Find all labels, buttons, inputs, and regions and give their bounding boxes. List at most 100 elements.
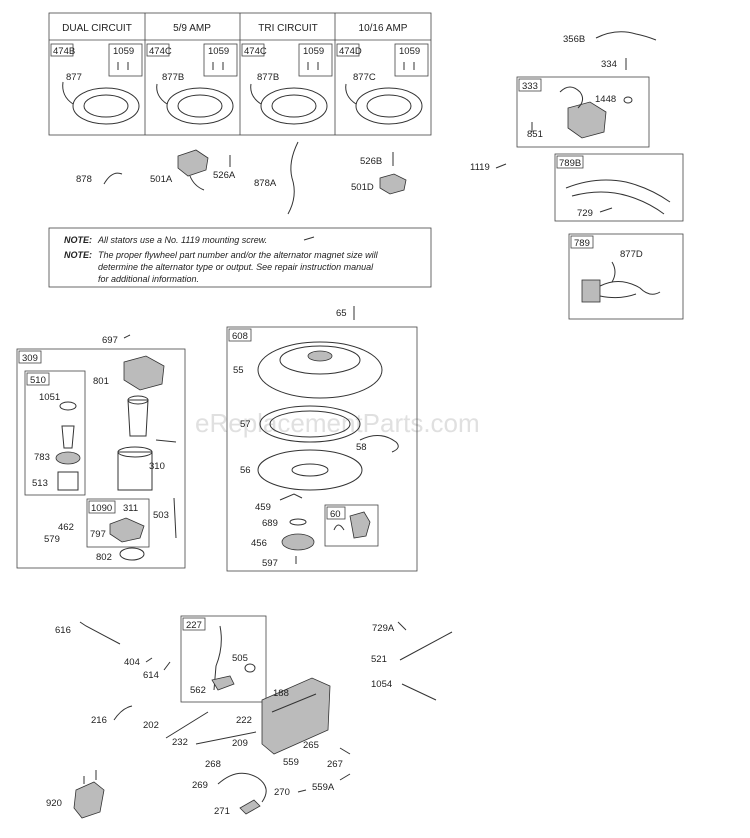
svg-text:521: 521 xyxy=(371,654,387,665)
label-559: 559 xyxy=(283,757,299,768)
box-label: 474D xyxy=(339,46,362,57)
screw-526A[interactable]: 526A xyxy=(213,155,236,181)
screw-65[interactable]: 65 xyxy=(336,306,355,320)
screw-box-label: 1059 xyxy=(303,46,324,57)
wire-878[interactable]: 878 xyxy=(76,172,123,185)
group-608[interactable]: 608 55 57 58 56 459 689 456 597 60 xyxy=(226,326,418,572)
header-dual-circuit: DUAL CIRCUIT xyxy=(62,23,132,34)
svg-text:1054: 1054 xyxy=(371,679,392,690)
svg-text:456: 456 xyxy=(251,538,267,549)
part-501A[interactable]: 501A xyxy=(150,149,209,191)
box-label: 474C xyxy=(244,46,267,57)
svg-text:789: 789 xyxy=(574,238,590,249)
part-404[interactable]: 404 xyxy=(124,657,153,668)
stator-cell-2[interactable]: 474C 1059 877B xyxy=(146,43,238,125)
svg-text:503: 503 xyxy=(153,510,169,521)
label-222: 222 xyxy=(236,715,252,726)
svg-text:614: 614 xyxy=(143,670,159,681)
wire-878A[interactable]: 878A xyxy=(254,141,299,215)
group-227[interactable]: 227 505 562 xyxy=(180,615,267,703)
svg-text:334: 334 xyxy=(601,59,617,70)
svg-text:789B: 789B xyxy=(559,158,581,169)
svg-text:729: 729 xyxy=(577,208,593,219)
label-265: 265 xyxy=(303,740,319,751)
svg-text:333: 333 xyxy=(522,81,538,92)
part-216[interactable]: 216 xyxy=(91,705,133,726)
part-614[interactable]: 614 xyxy=(143,661,171,681)
svg-text:270: 270 xyxy=(274,787,290,798)
cable-269[interactable]: 269 xyxy=(192,772,267,803)
group-789B[interactable]: 789B 729 xyxy=(554,153,684,222)
part-label: 877C xyxy=(353,72,376,83)
box-label: 474B xyxy=(53,46,75,57)
group-789[interactable]: 789 877D xyxy=(568,233,684,320)
svg-text:513: 513 xyxy=(32,478,48,489)
svg-text:797: 797 xyxy=(90,529,106,540)
svg-text:878A: 878A xyxy=(254,178,277,189)
stator-cell-1[interactable]: 474B 1059 877 xyxy=(50,43,143,125)
svg-text:310: 310 xyxy=(149,461,165,472)
part-559A[interactable]: 559A xyxy=(312,773,351,793)
screw-box-label: 1059 xyxy=(399,46,420,57)
svg-text:851: 851 xyxy=(527,129,543,140)
svg-text:57: 57 xyxy=(240,419,251,430)
governor-bracket[interactable] xyxy=(261,677,331,755)
header-tri-circuit: TRI CIRCUIT xyxy=(258,23,317,34)
svg-text:1448: 1448 xyxy=(595,94,616,105)
svg-text:60: 60 xyxy=(330,509,341,520)
svg-text:1119: 1119 xyxy=(470,162,490,173)
svg-text:608: 608 xyxy=(232,331,248,342)
svg-text:65: 65 xyxy=(336,308,347,319)
group-333[interactable]: 333 1448 851 xyxy=(516,76,650,148)
part-501D[interactable]: 501D xyxy=(351,173,407,195)
svg-text:1051: 1051 xyxy=(39,392,60,403)
stator-cell-4[interactable]: 474D 1059 877C xyxy=(336,43,429,125)
svg-text:271: 271 xyxy=(214,806,230,817)
svg-text:232: 232 xyxy=(172,737,188,748)
svg-text:802: 802 xyxy=(96,552,112,563)
note-text-1: All stators use a No. 1119 mounting scre… xyxy=(97,235,267,245)
svg-text:510: 510 xyxy=(30,375,46,386)
part-920[interactable]: 920 xyxy=(46,770,105,819)
svg-text:920: 920 xyxy=(46,798,62,809)
part-label: 877B xyxy=(162,72,184,83)
screw-334[interactable]: 334 xyxy=(601,58,627,70)
cable-268[interactable]: 268 xyxy=(205,759,221,770)
note-text-2c: for additional information. xyxy=(98,274,199,284)
svg-text:526B: 526B xyxy=(360,156,382,167)
svg-text:309: 309 xyxy=(22,353,38,364)
rod-616[interactable]: 616 xyxy=(55,621,121,645)
screw-1119[interactable]: 1119 xyxy=(470,162,507,173)
rod-1054[interactable]: 1054 xyxy=(371,679,437,701)
svg-text:562: 562 xyxy=(190,685,206,696)
rod-521[interactable]: 521 xyxy=(371,631,453,665)
part-267-shape[interactable] xyxy=(339,747,351,755)
part-271[interactable]: 271 xyxy=(214,799,261,817)
screw-526B[interactable]: 526B xyxy=(360,152,394,167)
svg-text:616: 616 xyxy=(55,625,71,636)
part-729A[interactable]: 729A xyxy=(372,621,407,634)
svg-text:505: 505 xyxy=(232,653,248,664)
svg-text:459: 459 xyxy=(255,502,271,513)
stator-cell-3[interactable]: 474C 1059 877B xyxy=(241,43,333,125)
part-270[interactable]: 270 xyxy=(274,787,307,798)
svg-text:689: 689 xyxy=(262,518,278,529)
link-202[interactable]: 202 xyxy=(143,711,209,739)
link-232[interactable]: 232 xyxy=(172,731,257,748)
wire-356B[interactable]: 356B xyxy=(563,31,657,45)
svg-text:202: 202 xyxy=(143,720,159,731)
group-309[interactable]: 309 510 1051 783 513 801 310 503 1090 31… xyxy=(16,348,186,569)
svg-text:697: 697 xyxy=(102,335,118,346)
label-267: 267 xyxy=(327,759,343,770)
svg-text:404: 404 xyxy=(124,657,140,668)
svg-text:878: 878 xyxy=(76,174,92,185)
svg-text:216: 216 xyxy=(91,715,107,726)
svg-text:56: 56 xyxy=(240,465,251,476)
part-label: 877B xyxy=(257,72,279,83)
svg-text:579: 579 xyxy=(44,534,60,545)
note-label-1: NOTE: xyxy=(64,235,92,245)
label-188: 188 xyxy=(273,688,289,699)
screw-697[interactable]: 697 xyxy=(102,334,131,346)
svg-text:559A: 559A xyxy=(312,782,335,793)
svg-text:58: 58 xyxy=(356,442,367,453)
